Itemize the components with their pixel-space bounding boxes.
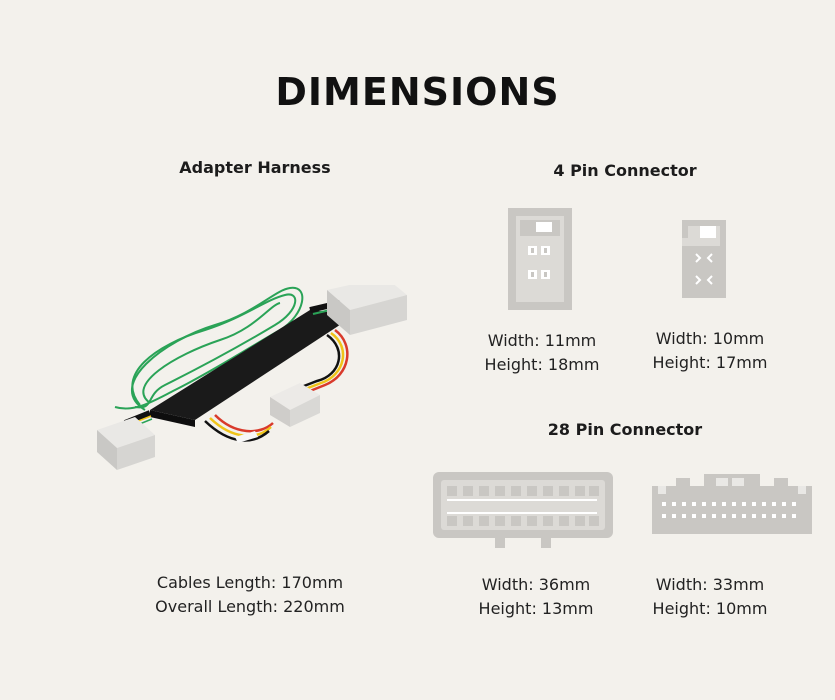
cables-length: Cables Length: 170mm (156, 573, 344, 592)
four-pin-right-specs: Width: 10mm Height: 17mm (640, 327, 780, 375)
four-pin-left-height: Height: 18mm (484, 355, 600, 374)
four-pin-heading: 4 Pin Connector (553, 161, 697, 180)
twenty-eight-pin-connector-front-icon (433, 472, 613, 548)
four-pin-left-specs: Width: 11mm Height: 18mm (472, 329, 612, 377)
overall-length: Overall Length: 220mm (155, 597, 345, 616)
twenty-eight-pin-left-specs: Width: 36mm Height: 13mm (466, 573, 606, 621)
wiring-harness-illustration (97, 285, 407, 470)
twenty-eight-pin-connector-side-icon (652, 474, 812, 534)
twenty-eight-pin-right-specs: Width: 33mm Height: 10mm (640, 573, 780, 621)
twenty-eight-pin-right-width: Width: 33mm (655, 575, 765, 594)
four-pin-right-height: Height: 17mm (652, 353, 768, 372)
twenty-eight-pin-left-height: Height: 13mm (478, 599, 594, 618)
adapter-harness-specs: Cables Length: 170mm Overall Length: 220… (140, 571, 360, 619)
four-pin-connector-front-icon (508, 208, 572, 310)
four-pin-left-width: Width: 11mm (487, 331, 597, 350)
twenty-eight-pin-heading: 28 Pin Connector (547, 420, 703, 439)
page-title: DIMENSIONS (275, 70, 560, 114)
adapter-harness-heading: Adapter Harness (179, 158, 331, 177)
twenty-eight-pin-left-width: Width: 36mm (481, 575, 591, 594)
four-pin-connector-side-icon (682, 220, 726, 298)
twenty-eight-pin-right-height: Height: 10mm (652, 599, 768, 618)
four-pin-right-width: Width: 10mm (655, 329, 765, 348)
